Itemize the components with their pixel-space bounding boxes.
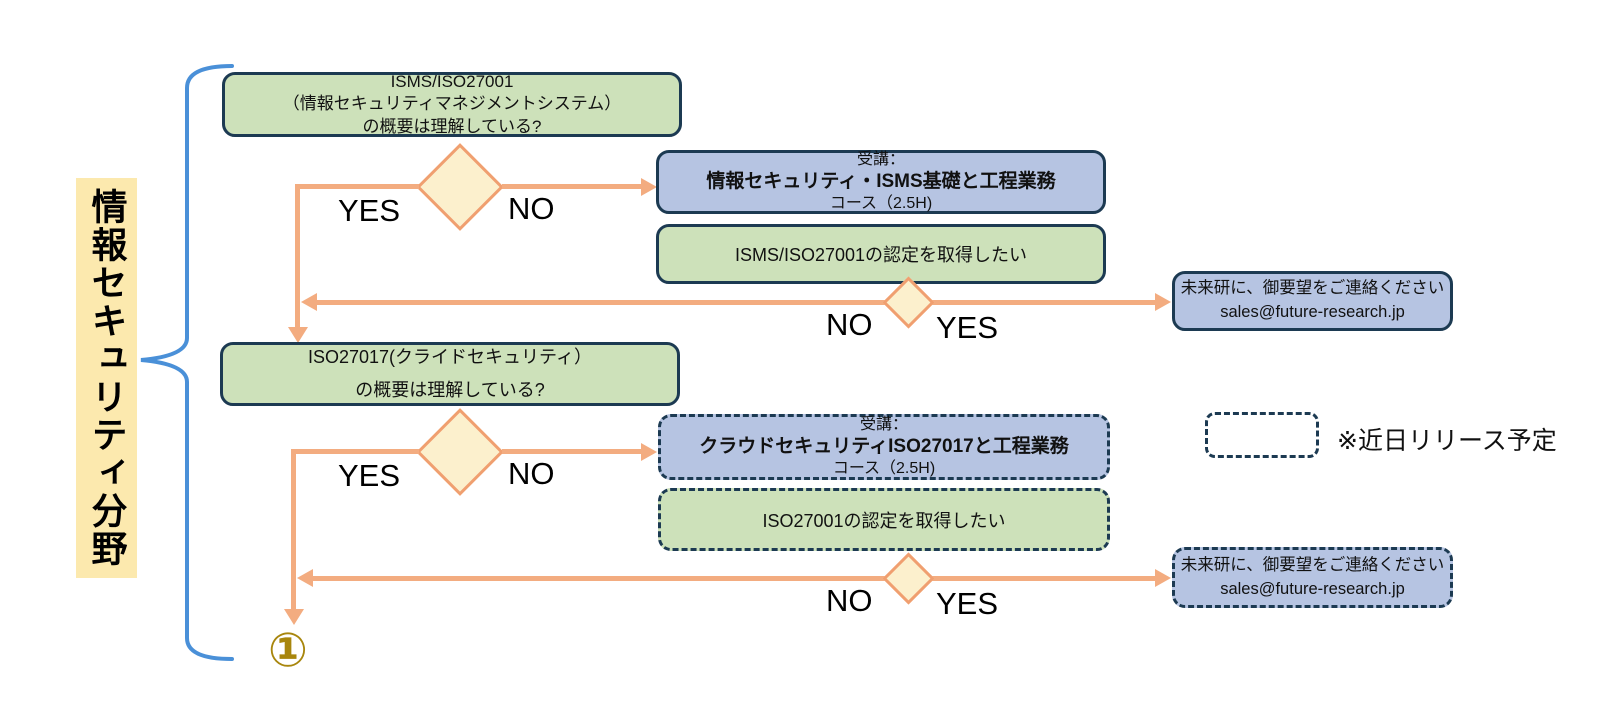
connector-circled-one: ①	[268, 623, 308, 678]
question-line: （情報セキュリティマネジメントシステム）	[282, 94, 622, 114]
cert-branch-line-1	[308, 300, 1158, 305]
arrow-to-course-2	[641, 443, 657, 461]
yes-branch-vline-2	[291, 449, 296, 611]
no-label-2: NO	[508, 456, 555, 491]
yes-branch-vline-1	[295, 184, 300, 329]
course-prefix: 受講：	[859, 416, 908, 434]
decision-diamond-cert-2	[882, 552, 935, 605]
no-branch-line-2	[502, 449, 642, 454]
cert-question-text: ISO27001の認定を取得したい	[762, 510, 1006, 531]
question-line: の概要は理解している?	[362, 116, 542, 136]
question-box-isms-iso27001: ISMS/ISO27001 （情報セキュリティマネジメントシステム） の概要は理…	[222, 72, 682, 137]
arrow-left-merge-2	[297, 569, 313, 587]
cert-yes-label-1: YES	[936, 310, 999, 345]
course-prefix: 受講：	[856, 151, 905, 169]
course-duration: コース（2.5H)	[829, 194, 933, 212]
cert-question-box-iso27001: ISO27001の認定を取得したい	[658, 488, 1110, 551]
cert-no-label-2: NO	[826, 583, 873, 618]
decision-diamond-1	[416, 143, 504, 231]
question-line: ISO27017(クライドセキュリティ）	[308, 346, 592, 367]
arrow-to-contact-1	[1155, 293, 1171, 311]
contact-message: 未来研に、御要望をご連絡ください	[1180, 279, 1445, 298]
course-title: 情報セキュリティ・ISMS基礎と工程業務	[706, 171, 1056, 193]
no-label-1: NO	[508, 191, 555, 226]
cert-branch-line-2	[308, 576, 1158, 581]
contact-email: sales@future-research.jp	[1220, 303, 1405, 321]
decision-diamond-cert-1	[882, 276, 935, 329]
arrow-to-course-1	[641, 178, 657, 196]
cert-yes-label-2: YES	[936, 586, 999, 621]
contact-email: sales@future-research.jp	[1220, 579, 1405, 598]
category-label: 情報セキュリティ分野	[76, 178, 137, 578]
legend-dashed-box	[1205, 412, 1319, 458]
decision-diamond-2	[416, 408, 504, 496]
cert-no-label-1: NO	[826, 307, 873, 342]
legend-note: ※近日リリース予定	[1337, 427, 1557, 455]
question-line: の概要は理解している?	[355, 380, 545, 400]
category-brace	[140, 64, 234, 661]
no-branch-line-1	[502, 184, 642, 189]
course-duration: コース（2.5H)	[832, 459, 936, 477]
question-box-iso27017: ISO27017(クライドセキュリティ） の概要は理解している?	[220, 342, 680, 406]
arrow-to-contact-2	[1155, 569, 1171, 587]
arrow-down-to-connector	[284, 609, 304, 625]
yes-label-1: YES	[338, 193, 401, 228]
contact-message: 未来研に、御要望をご連絡ください	[1180, 555, 1445, 574]
yes-branch-line-1	[297, 184, 419, 189]
yes-label-2: YES	[338, 458, 401, 493]
course-box-cloud-security: 受講： クラウドセキュリティISO27017と工程業務 コース（2.5H)	[658, 414, 1110, 480]
contact-box-2: 未来研に、御要望をご連絡ください sales@future-research.j…	[1172, 547, 1453, 608]
course-title: クラウドセキュリティISO27017と工程業務	[699, 436, 1069, 458]
question-line: ISMS/ISO27001	[390, 72, 514, 92]
course-box-isms-basics: 受講： 情報セキュリティ・ISMS基礎と工程業務 コース（2.5H)	[656, 150, 1106, 214]
arrow-left-merge-1	[301, 293, 317, 311]
contact-box-1: 未来研に、御要望をご連絡ください sales@future-research.j…	[1172, 271, 1453, 331]
yes-branch-line-2	[291, 449, 419, 454]
cert-question-text: ISMS/ISO27001の認定を取得したい	[734, 245, 1028, 265]
cert-question-box-isms: ISMS/ISO27001の認定を取得したい	[656, 224, 1106, 284]
arrow-down-to-question2	[288, 327, 308, 343]
